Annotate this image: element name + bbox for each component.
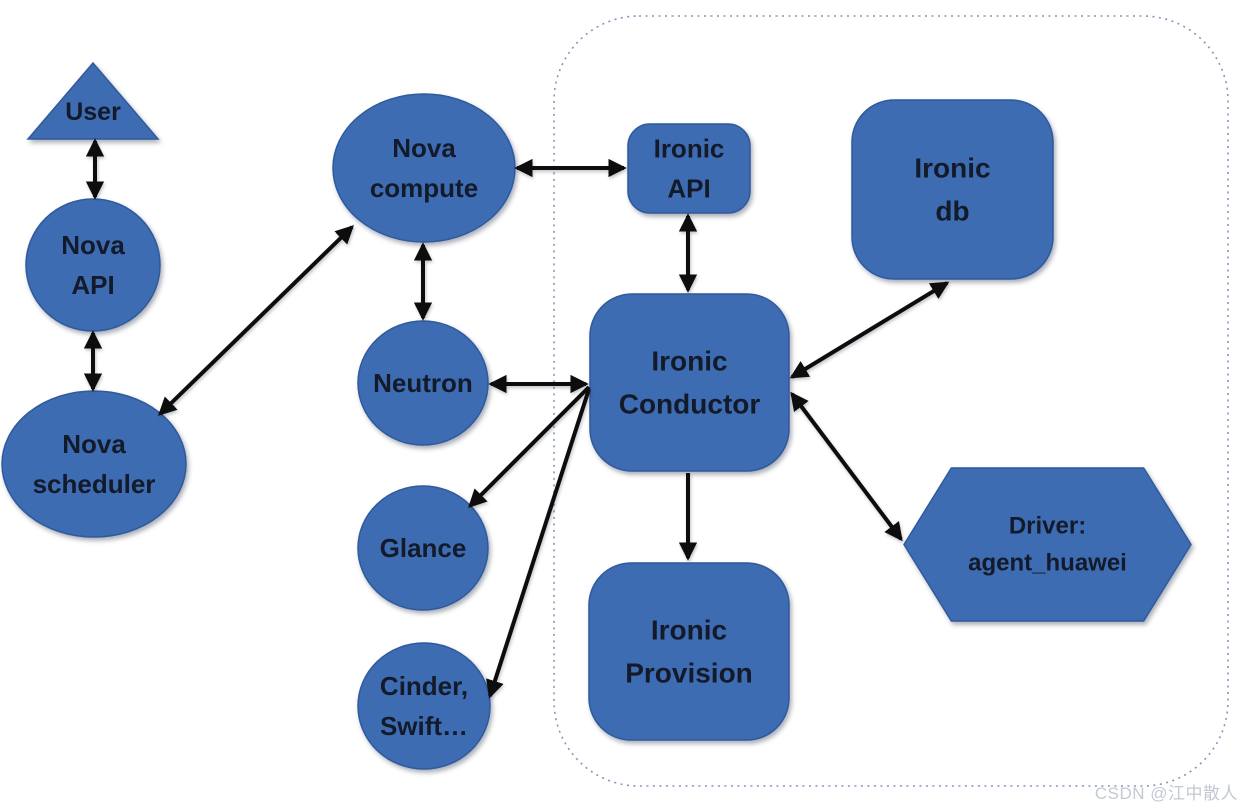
driver-agent-huawei-hexagon (903, 467, 1192, 622)
node-user: User (26, 61, 160, 140)
nova-api-ellipse (25, 198, 161, 332)
glance-ellipse (357, 485, 489, 611)
user-triangle (26, 61, 160, 140)
edge-conductor-db (789, 281, 950, 379)
node-glance: Glance (357, 485, 489, 611)
node-cinder-swift: Cinder,Swift… (357, 642, 491, 770)
cinder-swift-ellipse (357, 642, 491, 770)
ironic-conductor-box (589, 293, 790, 472)
ironic-api-box (627, 123, 751, 214)
edge-scheduler-compute (158, 225, 354, 416)
watermark: CSDN @江中散人 (1094, 784, 1238, 803)
ironic-provision-box (588, 562, 790, 741)
ironic-db-box (851, 99, 1054, 280)
neutron-ellipse (357, 320, 489, 446)
node-neutron: Neutron (357, 320, 489, 446)
ironic-boundary-box (553, 15, 1229, 787)
edge-conductor-driver (790, 391, 903, 542)
edge-conductor-cinder (486, 388, 591, 699)
nova-scheduler-ellipse (1, 390, 187, 538)
nova-compute-ellipse (332, 93, 516, 243)
node-driver-agent-huawei: Driver:agent_huawei (903, 467, 1192, 622)
edge-conductor-glance (468, 385, 591, 508)
